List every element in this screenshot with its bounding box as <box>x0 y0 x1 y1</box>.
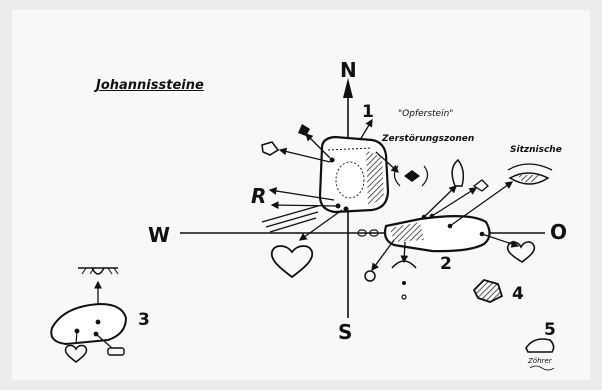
signature: Zöhrer <box>528 358 552 365</box>
r-marker-label: R <box>251 186 266 206</box>
stone-number-4: 4 <box>512 286 524 303</box>
compass-east-label: O <box>550 222 567 242</box>
stone-number-1: 1 <box>362 104 374 121</box>
opferstein-label: "Opferstein" <box>398 110 453 119</box>
stone-number-5: 5 <box>544 322 556 339</box>
stone-number-2: 2 <box>440 256 452 273</box>
compass-north-label: N <box>340 60 357 80</box>
compass-south-label: S <box>338 322 352 342</box>
sitznische-label: Sitznische <box>510 146 562 155</box>
compass-west-label: W <box>148 225 170 245</box>
stone-number-3: 3 <box>138 312 150 329</box>
zerstoerungszonen-label: Zerstörungszonen <box>382 135 474 144</box>
stone-1 <box>320 137 388 212</box>
page-title: Johannissteine <box>96 79 204 92</box>
